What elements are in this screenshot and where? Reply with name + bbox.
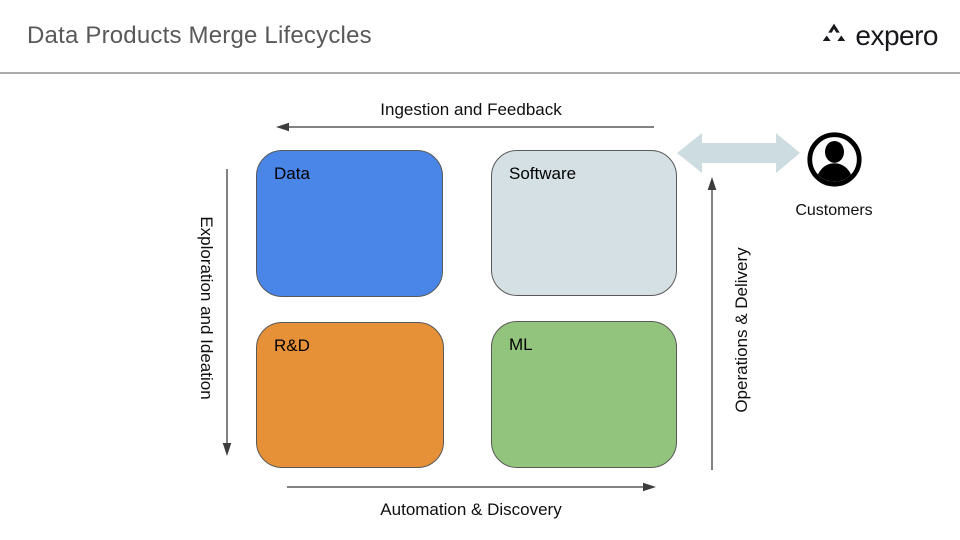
operations-delivery-arrow — [707, 177, 717, 470]
page-title: Data Products Merge Lifecycles — [27, 22, 372, 49]
quadrant-box-software: Software — [491, 150, 677, 296]
automation-discovery-arrow — [287, 482, 656, 492]
quadrant-label-data: Data — [274, 164, 310, 183]
customers-label: Customers — [795, 202, 873, 219]
axis-label-ingestion-feedback: Ingestion and Feedback — [380, 100, 562, 119]
exploration-ideation-arrow — [222, 169, 232, 456]
quadrant-label-rnd: R&D — [274, 336, 310, 355]
quadrant-label-ml: ML — [509, 335, 533, 354]
expero-logo-text: expero — [855, 20, 938, 51]
slide-header: Data Products Merge Lifecycles expero — [0, 0, 960, 72]
quadrant-label-software: Software — [509, 164, 577, 183]
axis-label-operations-delivery: Operations & Delivery — [732, 247, 751, 413]
quadrant-box-data: Data — [256, 150, 443, 297]
ingestion-feedback-arrow — [276, 122, 654, 132]
axis-label-automation-discovery: Automation & Discovery — [380, 500, 562, 519]
quadrant-box-rnd: R&D — [256, 322, 444, 468]
header-divider — [0, 72, 960, 74]
expero-logo: expero — [820, 22, 938, 50]
person-circle-icon — [807, 132, 862, 187]
customers-connector-arrow — [677, 133, 800, 173]
axis-label-exploration-ideation: Exploration and Ideation — [197, 216, 216, 400]
quadrant-box-ml: ML — [491, 321, 677, 468]
expero-triangle-icon — [823, 23, 846, 42]
